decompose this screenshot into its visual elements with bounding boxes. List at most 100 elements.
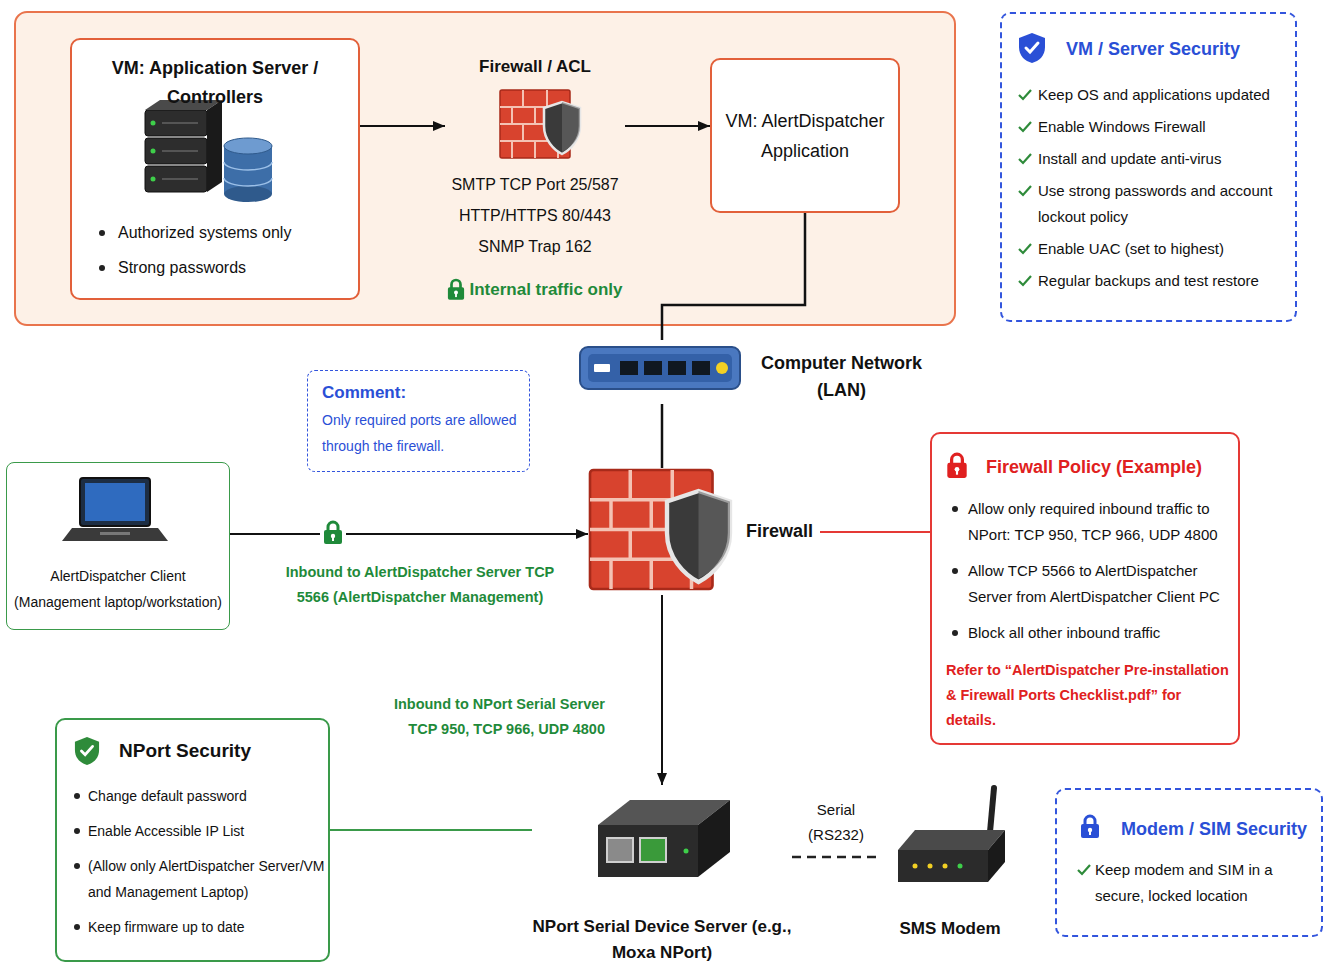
sms-modem-icon [913,864,918,869]
check-item: Keep OS and applications updated [1018,82,1289,108]
client-box: AlertDispatcher Client (Management lapto… [6,462,230,630]
security-panel: VM / Server SecurityKeep OS and applicat… [1000,12,1297,322]
inbound-arrow [230,533,588,535]
bullet-text: Allow TCP 5566 to AlertDispatcher Server… [950,558,1232,610]
policy-leader [820,531,930,533]
policy-box: Firewall Policy (Example)Allow only requ… [930,432,1240,745]
firewall-node: Firewall [588,468,820,595]
network-switch-icon [668,361,686,375]
check-item: Install and update anti-virus [1018,146,1289,172]
check-mark [1018,89,1032,101]
serial-link [792,856,880,859]
sms-modem-icon [943,864,948,869]
check-item: Regular backups and test restore [1018,268,1289,294]
check-mark [1019,90,1031,99]
check-item: Use strong passwords and account lockout… [1018,178,1289,230]
bullet-dot [99,230,105,236]
database-icon [224,186,272,202]
network-link [662,213,805,340]
nport-device-icon [598,825,698,877]
edge-label: Inbound to AlertDispatcher Server TCP 55… [255,560,585,610]
network-switch-icon [692,361,710,375]
bullet-dot [74,863,80,869]
database-icon [224,138,272,202]
modem-security-box: Modem / SIM SecurityKeep modem and SIM i… [1055,788,1323,937]
firewall-node: Firewall / ACLSMTP TCP Port 25/587HTTP/H… [445,55,625,305]
bullet-dot [952,630,958,636]
nport-device-icon [684,849,689,854]
nport-device-icon [598,800,730,877]
server-icon [162,122,198,124]
server-icon [162,150,198,152]
sms-modem-icon [988,830,1005,882]
sms-modem-icon [990,788,994,832]
panel-title: Modem / SIM Security [1077,816,1313,842]
bullet-text: Keep firmware up to date [71,914,326,940]
firewall-icon [590,470,730,589]
client-label: AlertDispatcher Client (Management lapto… [11,563,225,615]
shield-icon [1019,33,1045,63]
bullet-text: Enable Accessible IP List [71,818,326,844]
network-switch-icon [716,362,728,374]
sms-modem: SMS Modem [880,782,1020,944]
database-icon [224,162,272,186]
device-label: SMS Modem [880,917,1020,941]
bullet-dot [74,924,80,930]
check-mark [1018,153,1032,165]
network-switch-icon [620,361,638,375]
network-switch-icon [644,361,662,375]
check-mark [1018,275,1032,287]
laptop-icon [85,483,145,521]
lock-icon [947,454,966,478]
shield-icon [75,737,99,765]
bullet-dot [99,265,105,271]
check-mark [1078,865,1090,874]
network-switch-icon [588,354,732,382]
comment-text: Only required ports are allowed through … [322,407,523,459]
server-icon [145,100,222,192]
network-label: Computer Network (LAN) [758,350,925,404]
server-icon [207,100,222,192]
port-label: HTTP/HTTPS 80/443 [445,205,625,227]
app-box: VM: AlertDispatcher Application [710,58,900,213]
check-item: Enable UAC (set to highest) [1018,236,1289,262]
server-icon [145,138,207,164]
nport-device-icon [640,838,666,862]
network-switch-icon [580,347,740,389]
check-item: Keep modem and SIM in a secure, locked l… [1077,857,1313,909]
sms-modem-icon [928,864,933,869]
server-box: VM: Application Server / ControllersAuth… [70,38,360,300]
security-leader [330,829,532,831]
policy-title: Firewall Policy (Example) [950,454,1232,480]
internal-zone [15,12,955,325]
server-box-fill [70,38,360,300]
laptop-icon [62,478,168,541]
firewall-label: Firewall [746,518,820,544]
edge-label: Serial (RS232) [792,797,880,847]
bullet-dot [74,793,80,799]
lock-icon [448,280,464,300]
edge-label: Inbound to NPort Serial Server TCP 950, … [365,692,605,742]
check-mark [1019,244,1031,253]
network-switch: Computer Network (LAN) [578,340,925,404]
sms-modem-icon [898,830,1005,850]
server-icon [151,121,156,126]
database-icon [224,138,272,154]
server-icon [145,110,207,136]
panel-title: NPort Security [71,738,326,764]
panel-title: VM / Server Security [1018,36,1289,62]
check-mark [1019,122,1031,131]
network-switch-icon [580,347,740,389]
check-mark [1019,276,1031,285]
nport-device-icon [607,838,633,862]
server-icon [151,149,156,154]
lock-icon [1081,816,1099,838]
bullet-dot [74,828,80,834]
inbound-arrow [661,595,663,785]
nport-device-icon [698,800,730,877]
nport-device: NPort Serial Device Server (e.g., Moxa N… [532,785,792,966]
network-link [661,404,664,468]
laptop-icon [100,532,130,535]
traffic-note: Internal traffic only [445,278,625,302]
